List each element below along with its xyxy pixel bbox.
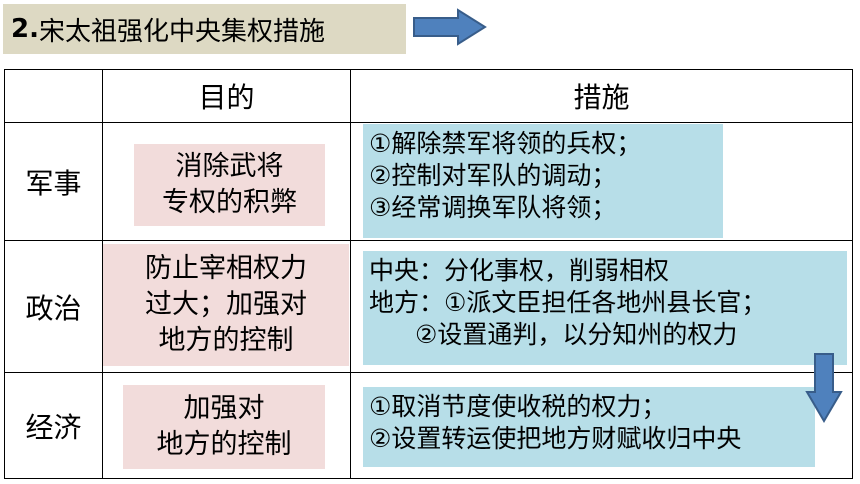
row-label-politics: 政治	[4, 240, 103, 373]
arrow-down-icon	[805, 353, 843, 423]
measures-cell-politics: 中央：分化事权，削弱相权 地方：①派文臣担任各地州县长官； ②设置通判，以分知州…	[350, 240, 853, 373]
measures-cell-economy: ①取消节度使收税的权力； ②设置转运使把地方财赋收归中央	[350, 372, 853, 479]
purpose-cell-military: 消除武将 专权的积弊	[102, 122, 351, 241]
row-label-military: 军事	[4, 122, 103, 241]
measure-line: ②设置转运使把地方财赋收归中央	[369, 424, 742, 453]
row-label-economy: 经济	[4, 372, 103, 479]
purpose-box-economy: 加强对 地方的控制	[123, 385, 325, 469]
measure-line: 地方：①派文臣担任各地州县长官；	[369, 288, 767, 317]
purpose-line: 加强对	[183, 393, 265, 424]
header-purpose: 目的	[102, 69, 351, 123]
measure-line: ②设置通判，以分知州的权力	[415, 320, 738, 349]
purpose-line: 消除武将	[175, 151, 284, 182]
purpose-line: 过大；加强对	[145, 289, 307, 320]
purpose-cell-economy: 加强对 地方的控制	[102, 372, 351, 479]
section-title: 2.宋太祖强化中央集权措施	[3, 4, 406, 54]
table-row-economy: 经济 加强对 地方的控制 ①取消节度使收税的权力； ②设置转运使把地方财赋收归中…	[4, 372, 853, 479]
measure-line: ②控制对军队的调动；	[369, 161, 617, 190]
measure-line: ③经常调换军队将领；	[369, 193, 617, 222]
purpose-line: 地方的控制	[158, 325, 294, 356]
measures-box-economy: ①取消节度使收税的权力； ②设置转运使把地方财赋收归中央	[363, 387, 815, 467]
measure-line: 中央：分化事权，削弱相权	[369, 256, 670, 285]
purpose-box-military: 消除武将 专权的积弊	[134, 144, 325, 226]
measures-box-politics: 中央：分化事权，削弱相权 地方：①派文臣担任各地州县长官； ②设置通判，以分知州…	[363, 251, 847, 365]
section-number: 2.	[11, 14, 39, 44]
table-header-row: 目的 措施	[4, 69, 853, 123]
section-title-text: 宋太祖强化中央集权措施	[38, 16, 325, 47]
purpose-cell-politics: 防止宰相权力 过大；加强对 地方的控制	[102, 240, 351, 373]
purpose-line: 防止宰相权力	[145, 253, 307, 284]
table-row-military: 军事 消除武将 专权的积弊 ①解除禁军将领的兵权； ②控制对军队的调动； ③经常…	[4, 122, 853, 241]
purpose-line: 地方的控制	[156, 429, 292, 460]
measures-box-military: ①解除禁军将领的兵权； ②控制对军队的调动； ③经常调换军队将领；	[363, 124, 723, 238]
measures-cell-military: ①解除禁军将领的兵权； ②控制对军队的调动； ③经常调换军队将领；	[350, 122, 853, 241]
measures-table: 目的 措施 军事 消除武将 专权的积弊 ①解除禁军将领的兵权； ②控制对军队的调…	[4, 69, 853, 479]
table-row-politics: 政治 防止宰相权力 过大；加强对 地方的控制 中央：分化事权，削弱相权 地方：①…	[4, 240, 853, 373]
arrow-right-icon	[413, 8, 487, 46]
measure-line: ①取消节度使收税的权力；	[369, 392, 667, 421]
purpose-box-politics: 防止宰相权力 过大；加强对 地方的控制	[103, 244, 349, 366]
measure-line: ①解除禁军将领的兵权；	[369, 129, 642, 158]
purpose-line: 专权的积弊	[162, 187, 297, 218]
header-measures: 措施	[350, 69, 853, 123]
header-corner	[4, 69, 103, 123]
